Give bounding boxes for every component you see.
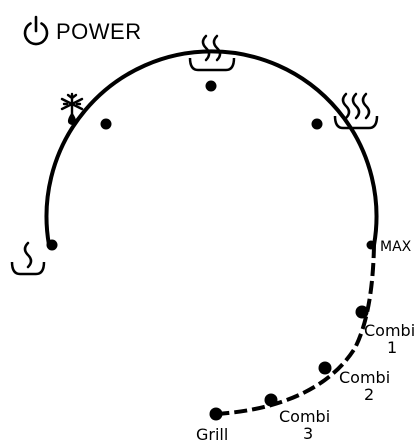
position-medium[interactable] [205, 80, 217, 92]
combi-2-label: Combi [339, 368, 390, 387]
position-combi-1[interactable] [355, 305, 369, 319]
combi-1-number: 1 [387, 338, 397, 357]
position-combi-2[interactable] [318, 361, 332, 375]
position-high[interactable] [311, 118, 323, 130]
position-warm-low[interactable] [46, 239, 58, 251]
position-defrost[interactable] [100, 118, 112, 130]
combi-3-number: 3 [303, 424, 313, 442]
defrost-snowflake-icon[interactable] [60, 92, 84, 125]
power-icon [23, 15, 49, 46]
position-grill[interactable] [209, 407, 223, 421]
combi-1-label: Combi [364, 321, 415, 340]
position-combi-3[interactable] [264, 393, 278, 407]
power-button[interactable]: POWER [20, 14, 142, 50]
position-max[interactable] [366, 240, 376, 250]
power-label: POWER [56, 19, 142, 44]
medium-steam-tray-icon[interactable] [188, 34, 236, 72]
max-label: MAX [380, 239, 412, 255]
dial-arc-dashed [215, 244, 376, 416]
low-steam-tray-icon[interactable] [10, 241, 46, 276]
dial-arc-solid [44, 49, 379, 247]
grill-label: Grill [196, 425, 228, 442]
combi-2-number: 2 [364, 385, 374, 404]
high-steam-tray-icon[interactable] [333, 92, 379, 130]
combi-3-label: Combi [279, 407, 330, 426]
